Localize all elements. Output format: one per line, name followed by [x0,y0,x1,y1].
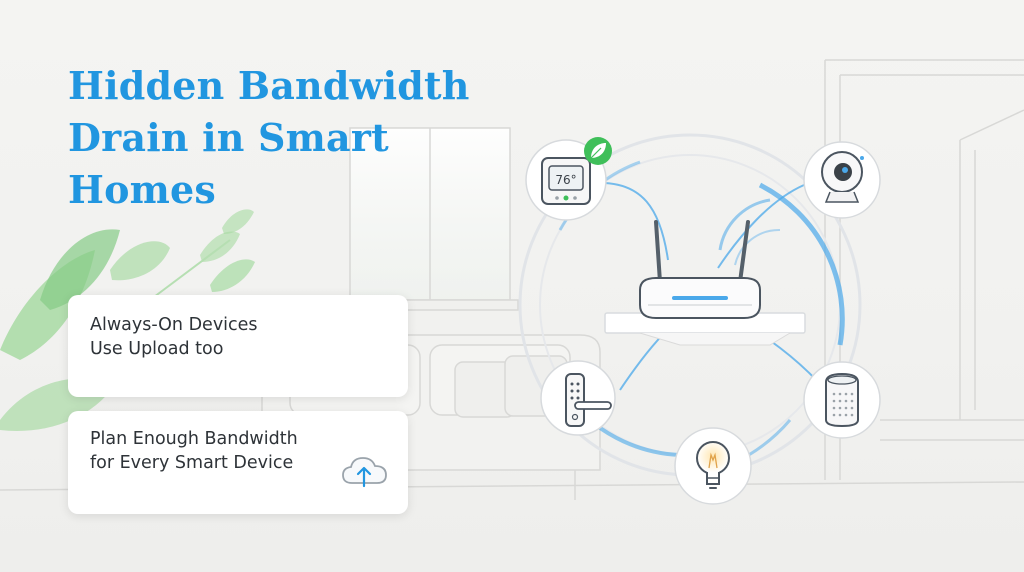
smart-speaker-icon [803,361,881,439]
card-text-line: Plan Enough Bandwidth [90,429,298,449]
thermostat-icon: 76° [525,139,607,221]
smart-lock-icon [540,360,616,436]
title-line-1: Hidden Bandwidth [68,63,470,108]
page-title: Hidden Bandwidth Drain in Smart Homes [68,60,538,216]
cloud-upload-icon [342,457,387,488]
title-line-2: Drain in Smart [68,115,389,160]
card-text-line: Always-On Devices [90,315,258,335]
light-bulb-icon [674,427,752,505]
router-icon [604,220,806,346]
thermostat-reading: 76° [555,173,576,187]
card-text-line: Use Upload too [90,339,224,359]
leaf-icon [584,137,612,165]
info-card-always-on: Always-On Devices Use Upload too [68,295,408,397]
info-card-plan-bandwidth: Plan Enough Bandwidth for Every Smart De… [68,411,408,514]
card-text-line: for Every Smart Device [90,453,294,473]
security-camera-icon [803,141,881,219]
title-line-3: Homes [68,167,217,212]
